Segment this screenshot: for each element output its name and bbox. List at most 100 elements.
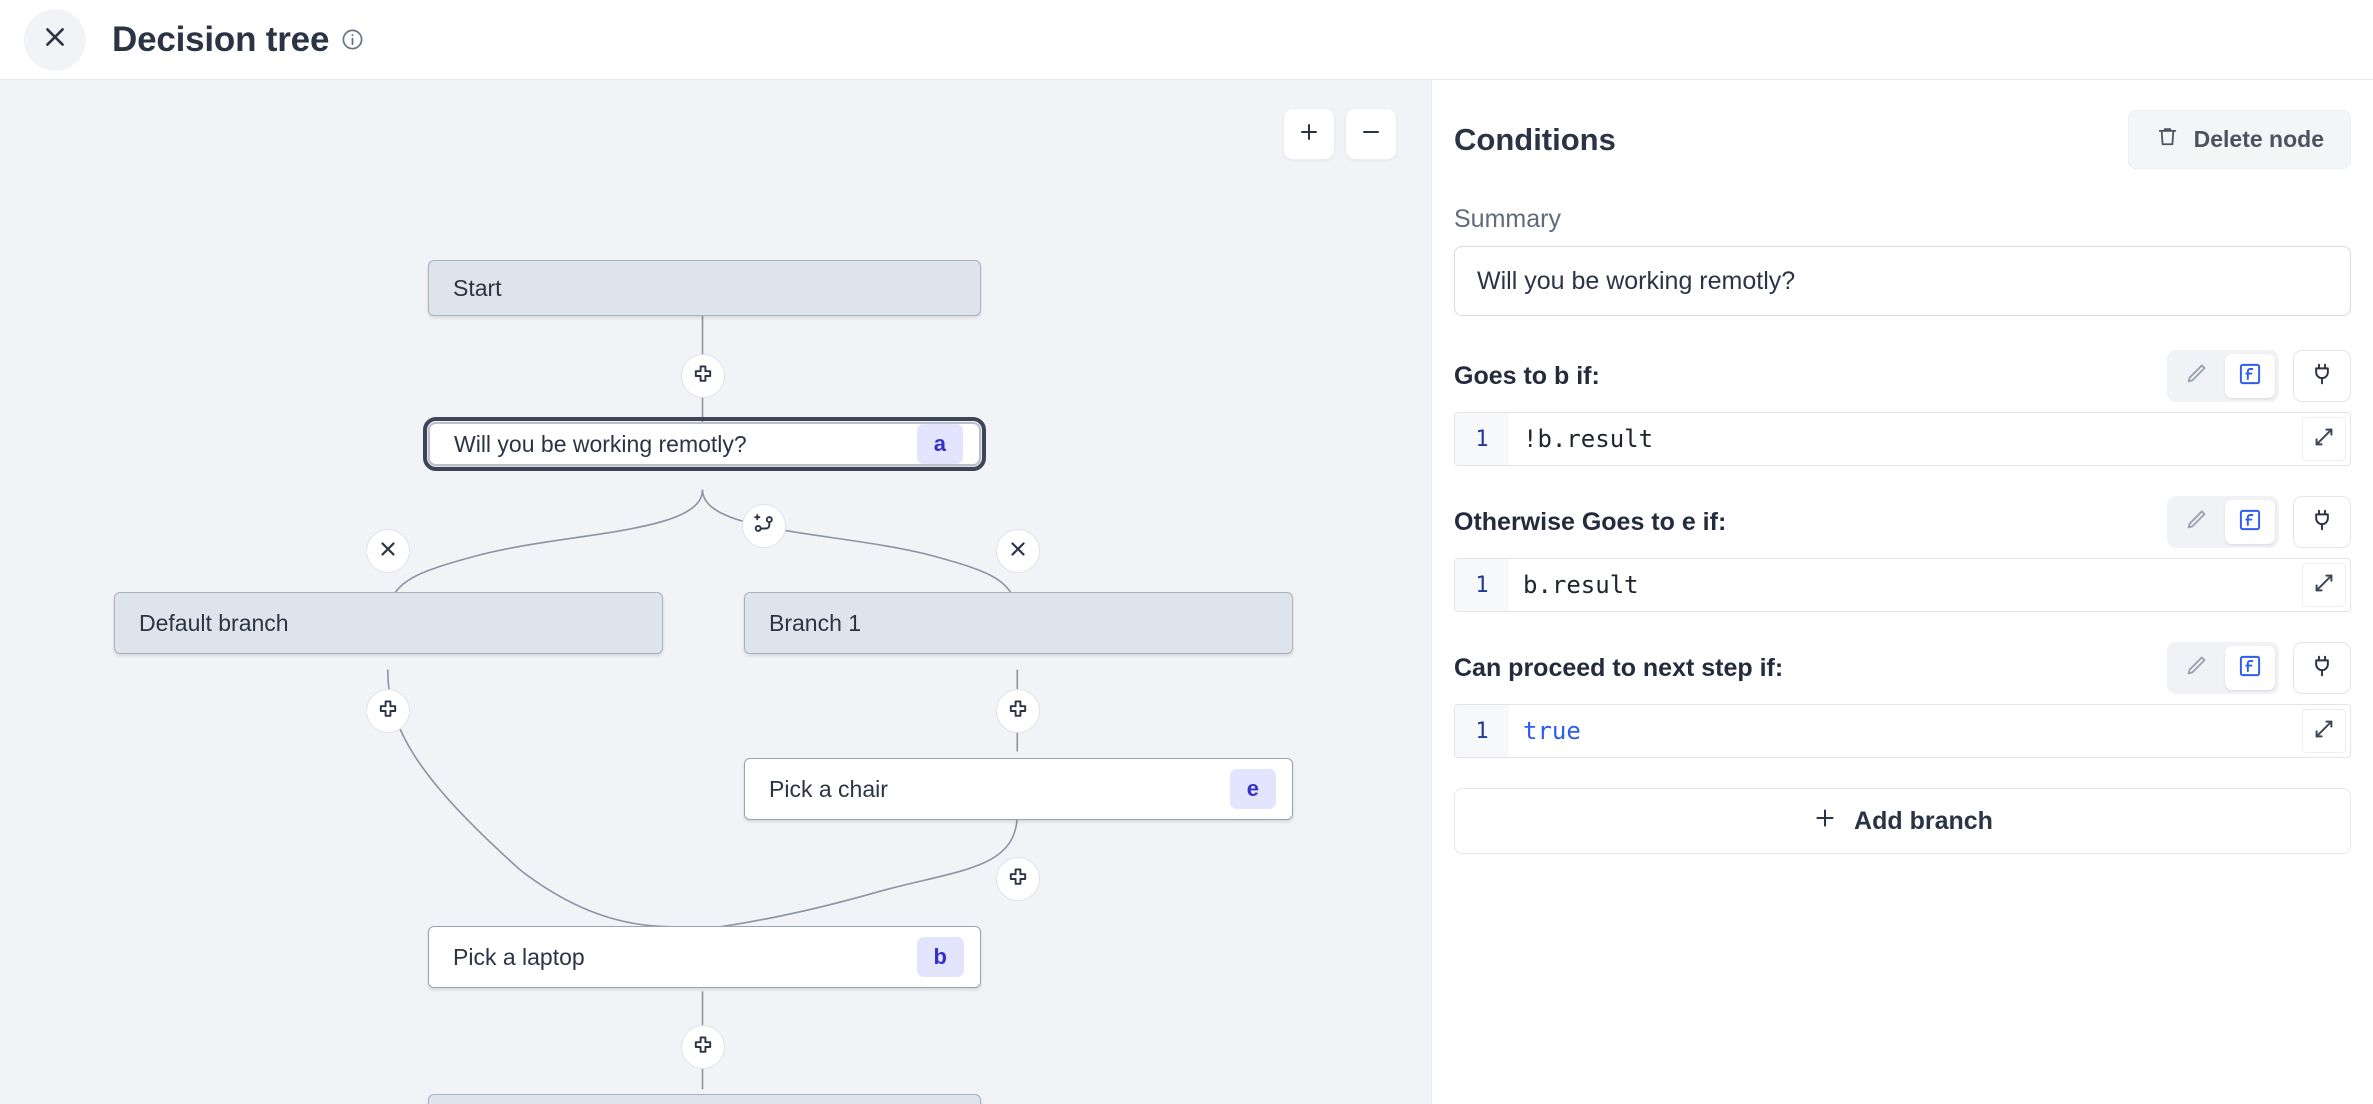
pencil-mode-button[interactable] — [2171, 646, 2221, 690]
condition-title: Goes to b if: — [1454, 361, 1600, 390]
condition-block-0: Goes to b if: — [1454, 350, 2351, 466]
node-badge: b — [916, 937, 964, 977]
node-branch-1[interactable]: Branch 1 — [744, 592, 1293, 654]
function-mode-button[interactable] — [2225, 354, 2275, 398]
code-content[interactable]: true — [1523, 717, 1581, 745]
node-label: Start — [453, 274, 502, 301]
plug-icon — [2309, 507, 2335, 538]
add-branch-handle[interactable] — [742, 504, 786, 548]
condition-title: Otherwise Goes to e if: — [1454, 507, 1727, 536]
close-branch-1-handle[interactable] — [996, 529, 1040, 573]
node-default-branch[interactable]: Default branch — [114, 592, 663, 654]
expand-icon — [2312, 571, 2336, 600]
node-end[interactable]: End — [428, 1094, 981, 1104]
plus-node-icon — [1006, 697, 1030, 726]
function-mode-button[interactable] — [2225, 500, 2275, 544]
add-branch-button[interactable]: Add branch — [1454, 788, 2351, 854]
code-content[interactable]: b.result — [1523, 571, 1639, 599]
close-icon — [1006, 537, 1030, 566]
plus-icon — [1297, 120, 1321, 149]
condition-header: Can proceed to next step if: — [1454, 642, 2351, 694]
code-editor[interactable]: 1 !b.result — [1454, 412, 2351, 466]
add-step-handle-branch-1[interactable] — [996, 689, 1040, 733]
line-number: 1 — [1455, 413, 1509, 465]
add-step-handle-default-branch[interactable] — [366, 689, 410, 733]
summary-label: Summary — [1454, 205, 1561, 233]
node-badge: e — [1229, 769, 1276, 809]
expand-editor-button[interactable] — [2302, 417, 2346, 461]
expand-icon — [2312, 717, 2336, 746]
function-icon — [2237, 653, 2263, 684]
app-header: Decision tree — [0, 0, 2373, 80]
plus-icon — [1812, 805, 1838, 838]
plug-icon — [2309, 653, 2335, 684]
add-step-handle-pick-a-chair[interactable] — [996, 857, 1040, 901]
node-badge: a — [916, 424, 963, 464]
condition-block-1: Otherwise Goes to e if: — [1454, 496, 2351, 612]
editor-mode-group — [2167, 642, 2279, 694]
info-icon[interactable] — [341, 28, 364, 51]
function-mode-button[interactable] — [2225, 646, 2275, 690]
condition-tools — [2167, 642, 2351, 694]
connect-plug-button[interactable] — [2293, 496, 2351, 548]
pencil-mode-button[interactable] — [2171, 500, 2221, 544]
summary-input[interactable] — [1454, 246, 2351, 316]
code-content[interactable]: !b.result — [1523, 425, 1654, 453]
panel-header: Conditions Delete node — [1454, 110, 2351, 169]
conditions-panel: Conditions Delete node Summary Goes to b… — [1432, 80, 2373, 1104]
plus-node-icon — [691, 1033, 715, 1062]
panel-title: Conditions — [1454, 121, 1616, 157]
node-label: Branch 1 — [769, 609, 862, 636]
branch-plus-icon — [752, 512, 776, 541]
node-pick-a-laptop[interactable]: Pick a laptop b — [428, 926, 981, 988]
function-icon — [2237, 507, 2263, 538]
plus-node-icon — [1006, 865, 1030, 894]
line-number: 1 — [1455, 705, 1509, 757]
node-start[interactable]: Start — [428, 260, 981, 316]
code-editor[interactable]: 1 b.result — [1454, 558, 2351, 612]
condition-tools — [2167, 496, 2351, 548]
condition-title: Can proceed to next step if: — [1454, 653, 1784, 682]
connect-plug-button[interactable] — [2293, 642, 2351, 694]
add-step-handle-pick-a-laptop[interactable] — [681, 1025, 725, 1069]
condition-header: Otherwise Goes to e if: — [1454, 496, 2351, 548]
zoom-in-button[interactable] — [1283, 108, 1335, 160]
pencil-icon — [2183, 507, 2209, 538]
plus-node-icon — [376, 697, 400, 726]
flow-canvas[interactable]: Start Will you be working remotly? a — [0, 80, 1432, 1104]
delete-node-button[interactable]: Delete node — [2127, 110, 2351, 169]
close-branch-default-handle[interactable] — [366, 529, 410, 573]
minus-icon — [1359, 120, 1383, 149]
node-label: Pick a laptop — [453, 943, 585, 970]
expand-editor-button[interactable] — [2302, 563, 2346, 607]
connect-plug-button[interactable] — [2293, 350, 2351, 402]
page-title: Decision tree — [112, 19, 330, 59]
node-label: Will you be working remotly? — [454, 430, 747, 457]
node-pick-a-chair[interactable]: Pick a chair e — [744, 758, 1293, 820]
close-icon — [376, 537, 400, 566]
node-label: Pick a chair — [769, 775, 888, 802]
zoom-out-button[interactable] — [1345, 108, 1397, 160]
editor-mode-group — [2167, 496, 2279, 548]
line-number: 1 — [1455, 559, 1509, 611]
add-branch-label: Add branch — [1854, 806, 1993, 835]
condition-block-2: Can proceed to next step if: — [1454, 642, 2351, 758]
node-label: Default branch — [139, 609, 289, 636]
expand-editor-button[interactable] — [2302, 709, 2346, 753]
function-icon — [2237, 361, 2263, 392]
code-editor[interactable]: 1 true — [1454, 704, 2351, 758]
node-decision-a[interactable]: Will you be working remotly? a — [423, 417, 986, 471]
close-icon — [42, 24, 68, 55]
pencil-mode-button[interactable] — [2171, 354, 2221, 398]
zoom-controls — [1283, 108, 1397, 160]
close-button[interactable] — [24, 8, 86, 71]
plus-node-icon — [691, 362, 715, 391]
trash-icon — [2155, 124, 2180, 155]
expand-icon — [2312, 425, 2336, 454]
plug-icon — [2309, 361, 2335, 392]
delete-node-label: Delete node — [2193, 126, 2324, 152]
pencil-icon — [2183, 361, 2209, 392]
pencil-icon — [2183, 653, 2209, 684]
add-step-handle-start[interactable] — [681, 354, 725, 398]
condition-header: Goes to b if: — [1454, 350, 2351, 402]
